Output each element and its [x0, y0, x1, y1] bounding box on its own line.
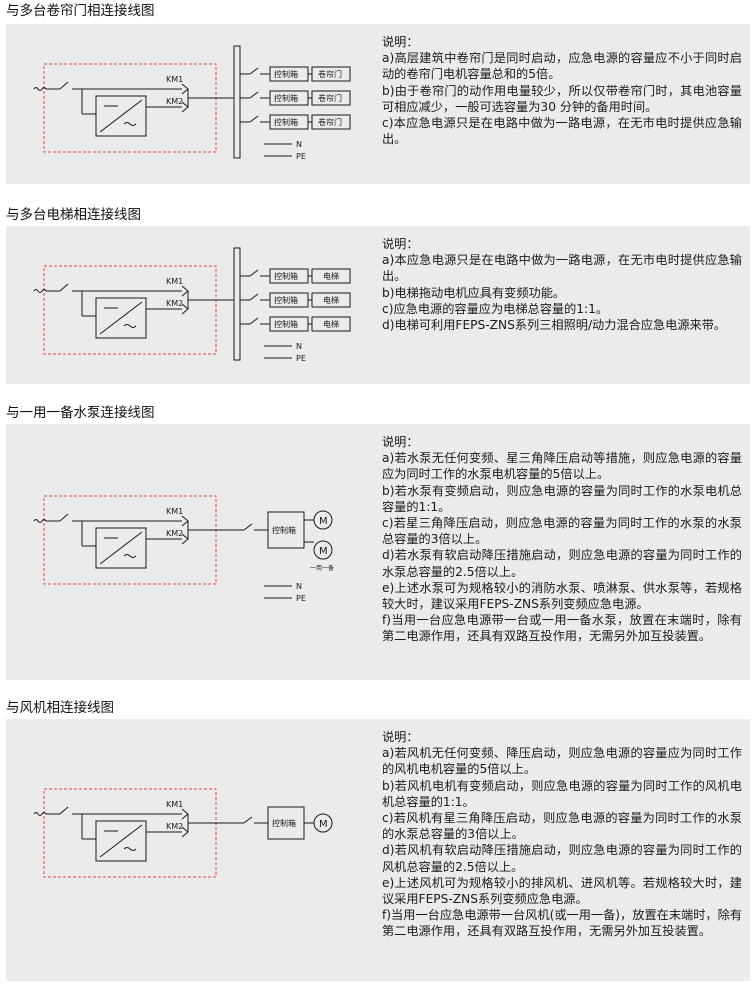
note-item: f)当用一台应急电源带一台或一用一备水泵，放置在末端时，除有第二电源作用，还具有…: [382, 613, 742, 644]
note-item: a)高层建筑中卷帘门是同时启动，应急电源的容量应不小于同时启动的卷帘门电机容量总…: [382, 51, 742, 82]
ups-boundary: [43, 495, 217, 585]
ups-boundary: [43, 788, 217, 878]
motor-icon: [313, 540, 333, 560]
km2-label: KM2: [166, 299, 183, 308]
notes-block: 说明： a)若水泵无任何变频、星三角降压启动等措施，则应急电源的容量应为同时工作…: [382, 434, 742, 645]
converter-box: [95, 95, 147, 137]
bus-bar: [233, 247, 241, 361]
motor-icon: [313, 813, 333, 833]
km1-label: KM1: [166, 277, 183, 286]
load-label: 卷帘门: [318, 69, 342, 79]
km1-label: KM1: [166, 800, 183, 809]
note-item: a)若风机无任何变频、降压启动，则应急电源的容量应为同时工作的风机电机容量的5倍…: [382, 746, 742, 777]
switch-icon: [59, 81, 69, 90]
pe-label: PE: [296, 594, 306, 603]
motor-label: M: [319, 516, 328, 527]
input-wave-icon: [33, 519, 47, 523]
note-item: c)本应急电源只是在电路中做为一路电源，在无市电时提供应急输出。: [382, 116, 742, 147]
wiring-diagram-water-pump: KM1 KM2 控制箱 M M 一用一备 N PE: [33, 495, 334, 603]
n-label: N: [296, 582, 302, 591]
notes-heading: 说明：: [382, 730, 419, 744]
section-title: 与多台卷帘门相连接线图: [6, 3, 155, 19]
motor-icon: [313, 510, 333, 530]
ups-boundary: [43, 265, 217, 355]
section-panel: KM1 KM2 控制箱 M 说明： a)若风机无任何变频、降压启动，则应急电源的…: [6, 719, 750, 981]
control-box-label: 控制箱: [274, 93, 298, 103]
note-item: c)应急电源的容量应为电梯总容量的1:1。: [382, 301, 609, 316]
note-item: d)若风机有软启动降压措施启动，则应急电源的容量为同时工作的风机总容量的2.5倍…: [382, 843, 742, 874]
switch-icon: [243, 523, 253, 531]
section-panel: KM1 KM2 控制箱 M M 一用一备 N PE 说明： a)若水泵无任何变频…: [6, 424, 750, 680]
notes-heading: 说明：: [382, 35, 419, 49]
converter-box: [95, 297, 147, 339]
n-label: N: [296, 140, 302, 149]
km2-label: KM2: [166, 529, 183, 538]
input-wave-icon: [33, 812, 47, 816]
load-label: 电梯: [323, 271, 339, 281]
note-item: f)当用一台应急电源带一台风机(或一用一备)，放置在末端时，除有第二电源作用，还…: [382, 908, 742, 939]
note-item: c)若星三角降压启动，则应急电源的容量为同时工作的水泵的水泵总容量的3倍以上。: [382, 516, 742, 547]
wiring-diagram-rolling-doors: KM1 KM2 控制箱 卷帘门 控制箱 卷帘门 控制箱 卷帘门 N PE: [33, 45, 351, 161]
section-title: 与一用一备水泵连接线图: [6, 405, 155, 421]
km2-label: KM2: [166, 97, 183, 106]
wiring-diagram-fan: KM1 KM2 控制箱 M: [33, 788, 333, 878]
ups-boundary: [43, 63, 217, 153]
notes-block: 说明： a)若风机无任何变频、降压启动，则应急电源的容量应为同时工作的风机电机容…: [382, 729, 742, 940]
input-wave-icon: [33, 87, 47, 91]
pe-label: PE: [296, 354, 306, 363]
control-box-label: 控制箱: [274, 69, 298, 79]
control-box-label: 控制箱: [274, 295, 298, 305]
control-box-label: 控制箱: [274, 117, 298, 127]
note-item: e)上述水泵可为规格较小的消防水泵、喷淋泵、供水泵等，若规格较大时，建议采用FE…: [382, 580, 742, 612]
control-box-label: 控制箱: [274, 319, 298, 329]
motor-label: M: [319, 819, 328, 830]
contactor-km1: [181, 83, 189, 95]
switch-icon: [59, 283, 69, 292]
note-item: a)本应急电源只是在电路中做为一路电源，在无市电时提供应急输出。: [382, 253, 742, 284]
load-label: 电梯: [323, 319, 339, 329]
switch-icon: [59, 806, 69, 815]
note-item: e)上述风机可为规格较小的排风机、进风机等。若规格较大时，建议采用FEPS-ZN…: [382, 875, 742, 907]
section-title: 与多台电梯相连接线图: [6, 207, 141, 223]
load-label: 电梯: [323, 295, 339, 305]
note-item: c)若风机有星三角降压启动，则应急电源的容量为同时工作的水泵的水泵总容量的3倍以…: [382, 811, 742, 842]
contactor-km1: [181, 515, 189, 527]
contactor-km1: [181, 285, 189, 297]
pe-label: PE: [296, 152, 306, 161]
note-item: d)电梯可利用FEPS-ZNS系列三相照明/动力混合应急电源来带。: [382, 318, 727, 333]
wiring-diagram-elevators: KM1 KM2 控制箱 电梯 控制箱 电梯 控制箱 电梯 N PE: [33, 247, 351, 363]
control-box-label: 控制箱: [274, 271, 298, 281]
note-item: b)电梯拖动电机应具有变频功能。: [382, 285, 566, 300]
section-panel: KM1 KM2 控制箱 卷帘门 控制箱 卷帘门 控制箱 卷帘门 N PE 说明：…: [6, 24, 750, 184]
note-item: a)若水泵无任何变频、星三角降压启动等措施，则应急电源的容量应为同时工作的水泵电…: [382, 451, 742, 482]
note-item: b)若水泵有变频启动，则应急电源的容量为同时工作的水泵电机总容量的1:1。: [382, 483, 742, 514]
notes-heading: 说明：: [382, 237, 419, 251]
switch-icon: [243, 816, 253, 824]
control-box-label: 控制箱: [272, 818, 296, 828]
control-box-label: 控制箱: [272, 525, 296, 535]
bus-bar: [233, 45, 241, 159]
km1-label: KM1: [166, 507, 183, 516]
load-label: 卷帘门: [318, 117, 342, 127]
notes-block: 说明： a)高层建筑中卷帘门是同时启动，应急电源的容量应不小于同时启动的卷帘门电…: [382, 34, 742, 147]
notes-block: 说明： a)本应急电源只是在电路中做为一路电源，在无市电时提供应急输出。 b)电…: [382, 236, 742, 333]
km1-label: KM1: [166, 75, 183, 84]
converter-box: [95, 527, 147, 569]
note-item: d)若水泵有软启动降压措施启动，则应急电源的容量为同时工作的水泵总容量的2.5倍…: [382, 548, 742, 579]
control-box: [267, 511, 305, 549]
section-title: 与风机相连接线图: [6, 700, 114, 716]
load-label: 卷帘门: [318, 93, 342, 103]
switch-icon: [59, 513, 69, 522]
motor-label: M: [319, 546, 328, 557]
km2-label: KM2: [166, 822, 183, 831]
motor-note: 一用一备: [310, 564, 334, 572]
input-wave-icon: [33, 289, 47, 293]
notes-heading: 说明：: [382, 435, 419, 449]
n-label: N: [296, 342, 302, 351]
converter-box: [95, 820, 147, 862]
section-panel: KM1 KM2 控制箱 电梯 控制箱 电梯 控制箱 电梯 N PE 说明： a)…: [6, 226, 750, 384]
note-item: b)若风机电机有变频启动，则应急电源的容量为同时工作的风机电机总容量的1:1。: [382, 778, 742, 809]
note-item: b)由于卷帘门的动作用电量较少，所以仅带卷帘门时，其电池容量可相应减少，一般可选…: [382, 83, 742, 114]
contactor-km1: [181, 808, 189, 820]
